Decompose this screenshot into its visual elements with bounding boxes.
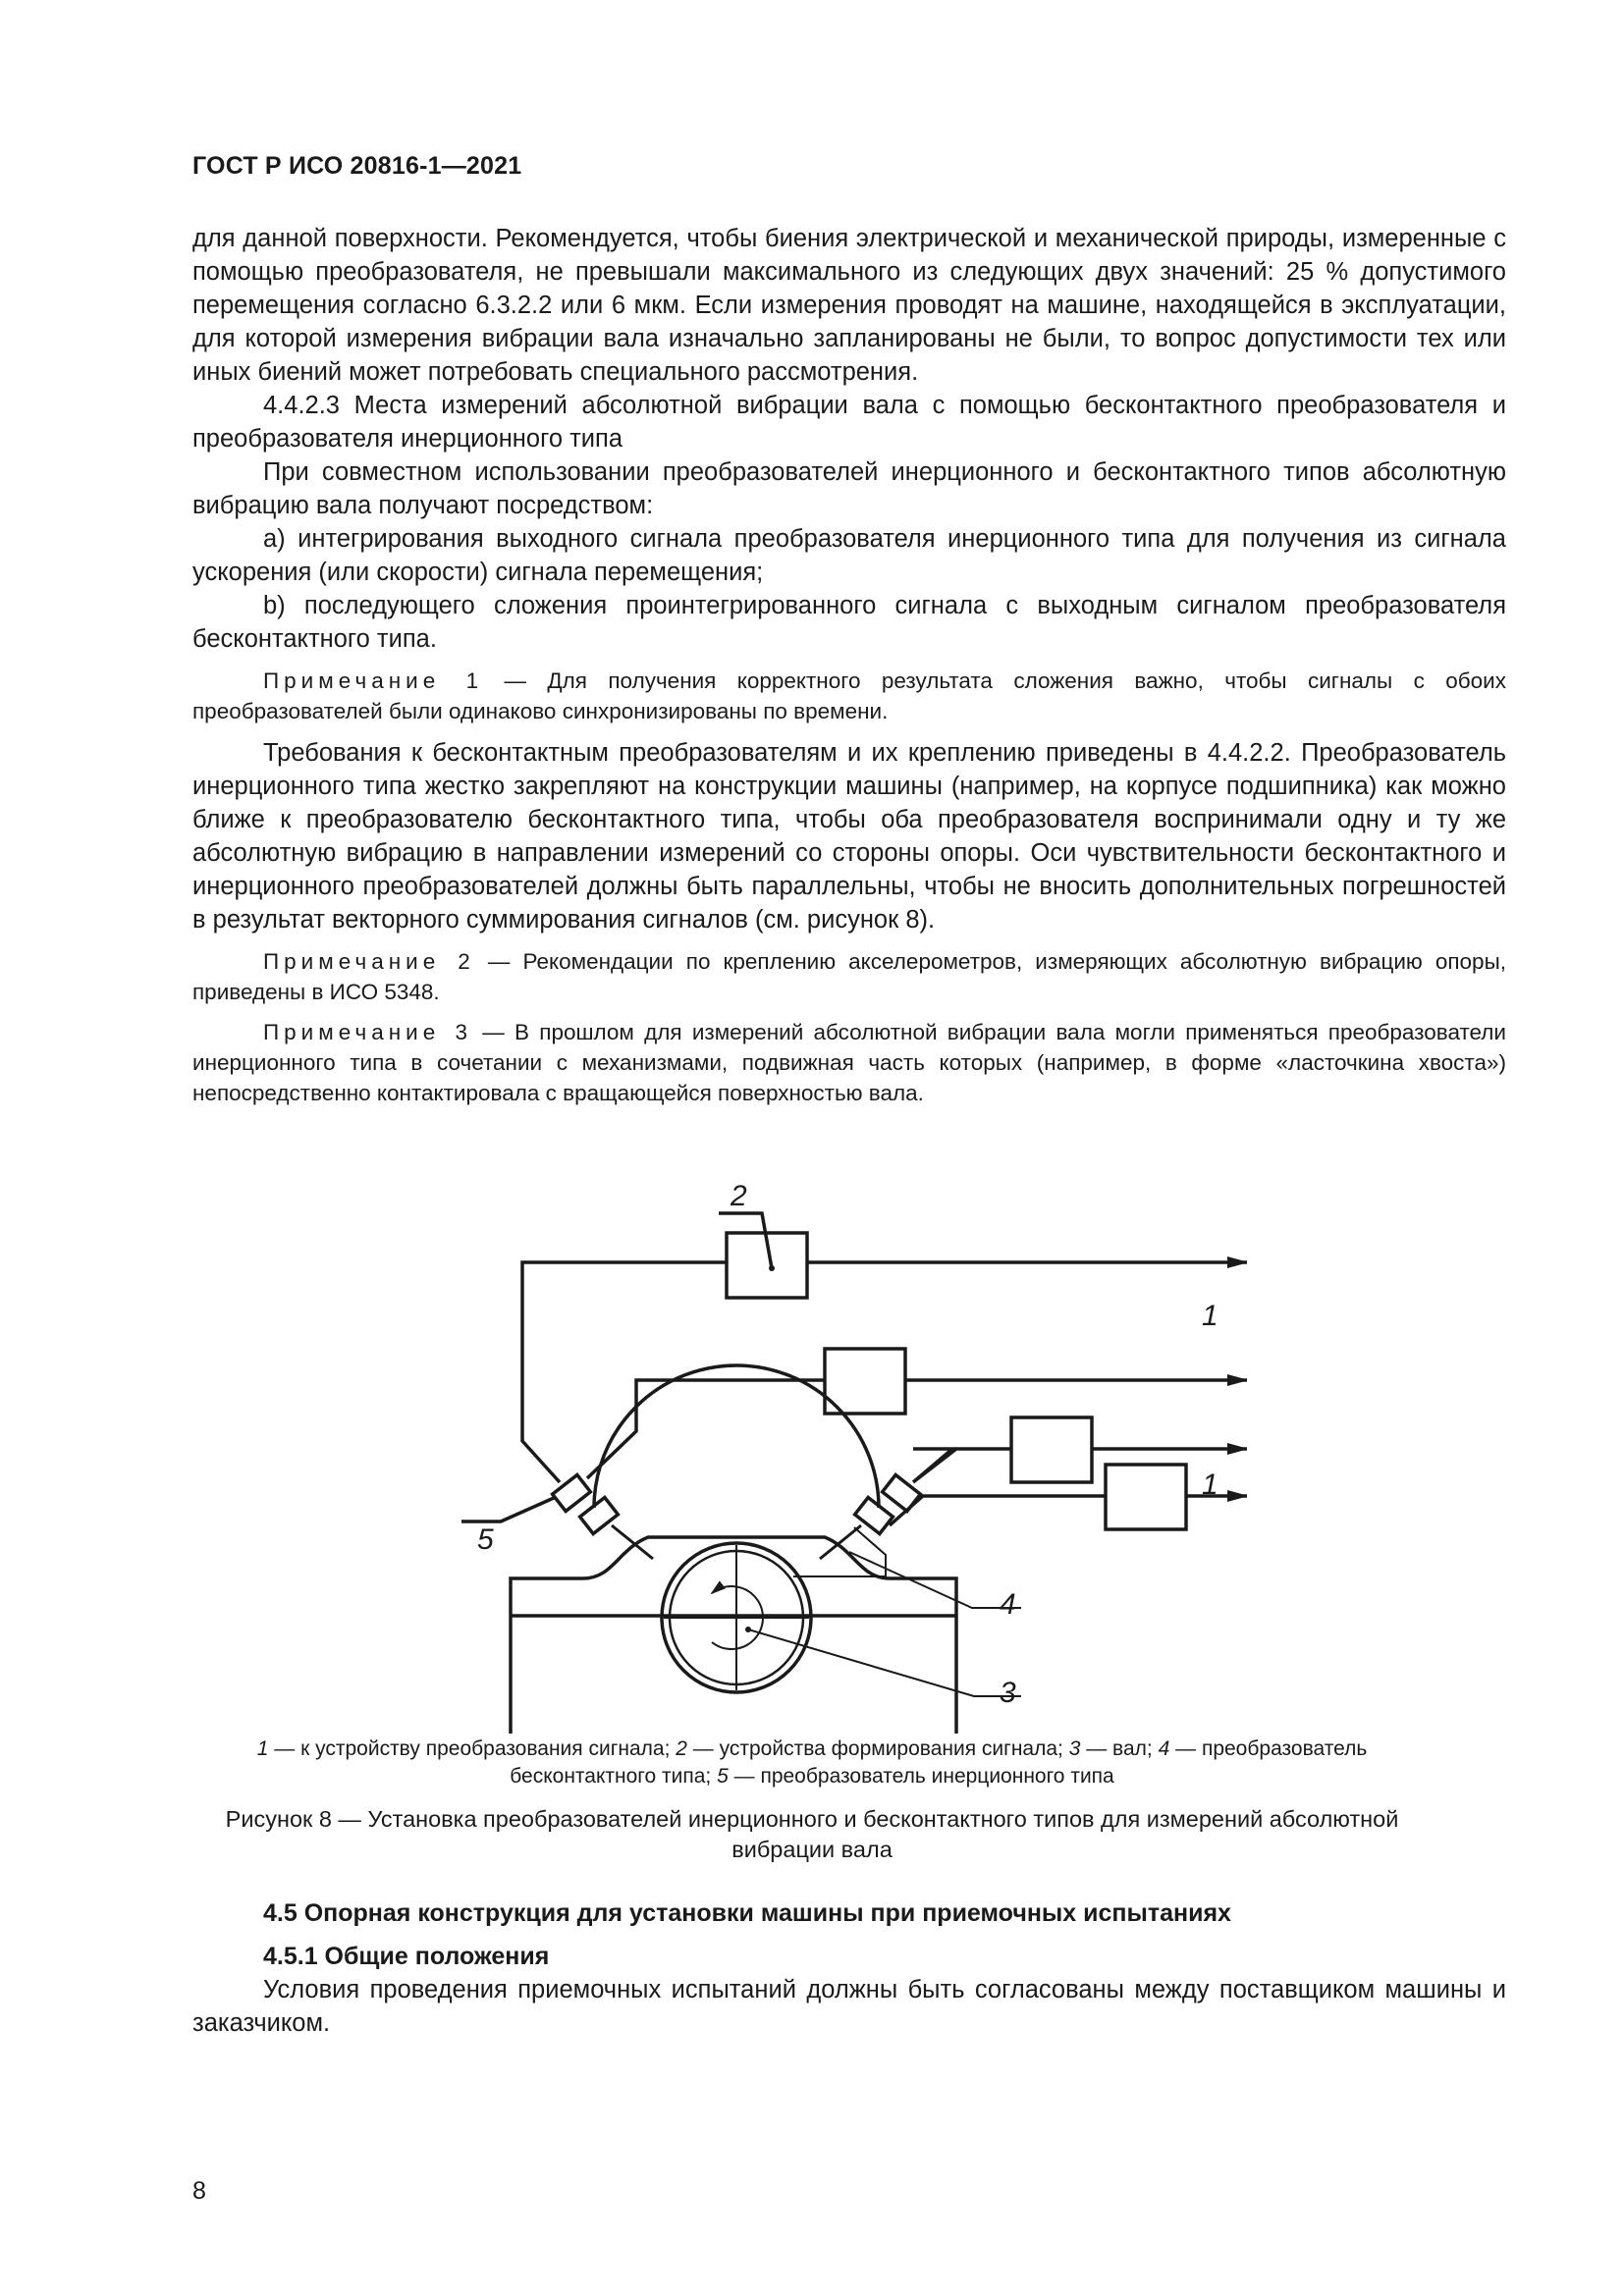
rotation-arrow (710, 1580, 764, 1650)
signal-box-second (823, 1347, 907, 1415)
bearing-cap (592, 1363, 881, 1509)
leader-3 (747, 1629, 1021, 1697)
list-item-b: b) последующего сложения проинтегрирован… (192, 592, 1506, 653)
inertial-transducer-left (550, 1472, 593, 1514)
figure-8-diagram: 2 1 1 5 4 3 (461, 1180, 1247, 1734)
legend-num-4: 4 (1158, 1737, 1170, 1760)
legend-text-4: — преобразователь бесконтактного типа; (510, 1737, 1368, 1788)
section-text: Условия проведения приемочных испытаний … (192, 1976, 1506, 2037)
signal-box-third (1009, 1415, 1094, 1484)
paragraph-continuation: для данной поверхности. Рекомендуется, ч… (192, 225, 1506, 386)
wire-fourth (888, 1494, 1106, 1527)
figure-legend: 1 — к устройству преобразования сигнала;… (245, 1735, 1379, 1790)
figure-label-3: 3 (1000, 1677, 1016, 1709)
figure-label-1-top: 1 (1202, 1300, 1218, 1332)
leader-5 (461, 1496, 555, 1523)
legend-text-3: — вал; (1080, 1737, 1159, 1760)
note-2: Примечание 2 — Рекомендации по креплению… (192, 946, 1506, 1007)
paragraph-intro: При совместном использовании преобразова… (192, 458, 1506, 519)
wire-top (520, 1260, 727, 1484)
subsection-heading: 4.5.1 Общие положения (263, 1943, 550, 1970)
main-text: для данной поверхности. Рекомендуется, ч… (192, 222, 1506, 1118)
figure-label-5: 5 (477, 1523, 494, 1556)
figure-label-1-bottom: 1 (1202, 1468, 1218, 1501)
legend-text-5: — преобразователь инерционного типа (728, 1765, 1114, 1788)
leader-4-line (848, 1551, 1021, 1609)
leader-4 (793, 1526, 887, 1577)
note-1: Примечание 1 — Для получения корректного… (192, 666, 1506, 726)
note-1-label: Примечание 1 (263, 668, 484, 693)
page-number: 8 (192, 2177, 206, 2205)
wire-third (911, 1447, 1011, 1484)
list-item-a: a) интегрирования выходного сигнала прео… (192, 525, 1506, 586)
figure-label-2: 2 (730, 1180, 747, 1212)
note-2-label: Примечание 2 (263, 949, 475, 974)
note-3-text: — В прошлом для измерений абсолютной виб… (192, 1020, 1506, 1105)
wire-second (585, 1378, 825, 1480)
figure-caption: Рисунок 8 — Установка преобразователей и… (225, 1806, 1399, 1862)
legend-num-2: 2 (676, 1737, 687, 1760)
note-3: Примечание 3 — В прошлом для измерений а… (192, 1017, 1506, 1108)
section-heading: 4.5 Опорная конструкция для установки ма… (263, 1899, 1231, 1927)
note-1-text: — Для получения корректного результата с… (192, 668, 1506, 723)
figure-label-4: 4 (1000, 1588, 1016, 1621)
contact-transducer-left (577, 1495, 621, 1536)
page-header-title: ГОСТ Р ИСО 20816-1—2021 (192, 152, 522, 180)
legend-text-1: — к устройству преобразования сигнала; (268, 1737, 677, 1760)
leader-2 (719, 1211, 774, 1269)
paragraph-requirements: Требования к бесконтактным преобразовате… (192, 739, 1506, 934)
legend-num-3: 3 (1068, 1737, 1081, 1760)
note-2-text: — Рекомендации по креплению акселерометр… (192, 949, 1506, 1004)
legend-num-1: 1 (256, 1737, 269, 1760)
clause-4-4-2-3: 4.4.2.3 Места измерений абсолютной вибра… (192, 392, 1506, 453)
shaft-outer (660, 1541, 813, 1694)
section-4-5: 4.5 Опорная конструкция для установки ма… (192, 1896, 1506, 2040)
note-3-label: Примечание 3 (263, 1020, 472, 1044)
bearing-housing (509, 1535, 958, 1734)
signal-box-fourth (1104, 1463, 1188, 1531)
legend-text-2: — устройства формирования сигнала; (686, 1737, 1069, 1760)
legend-num-5: 5 (717, 1765, 729, 1788)
contact-transducer-right (852, 1495, 895, 1536)
